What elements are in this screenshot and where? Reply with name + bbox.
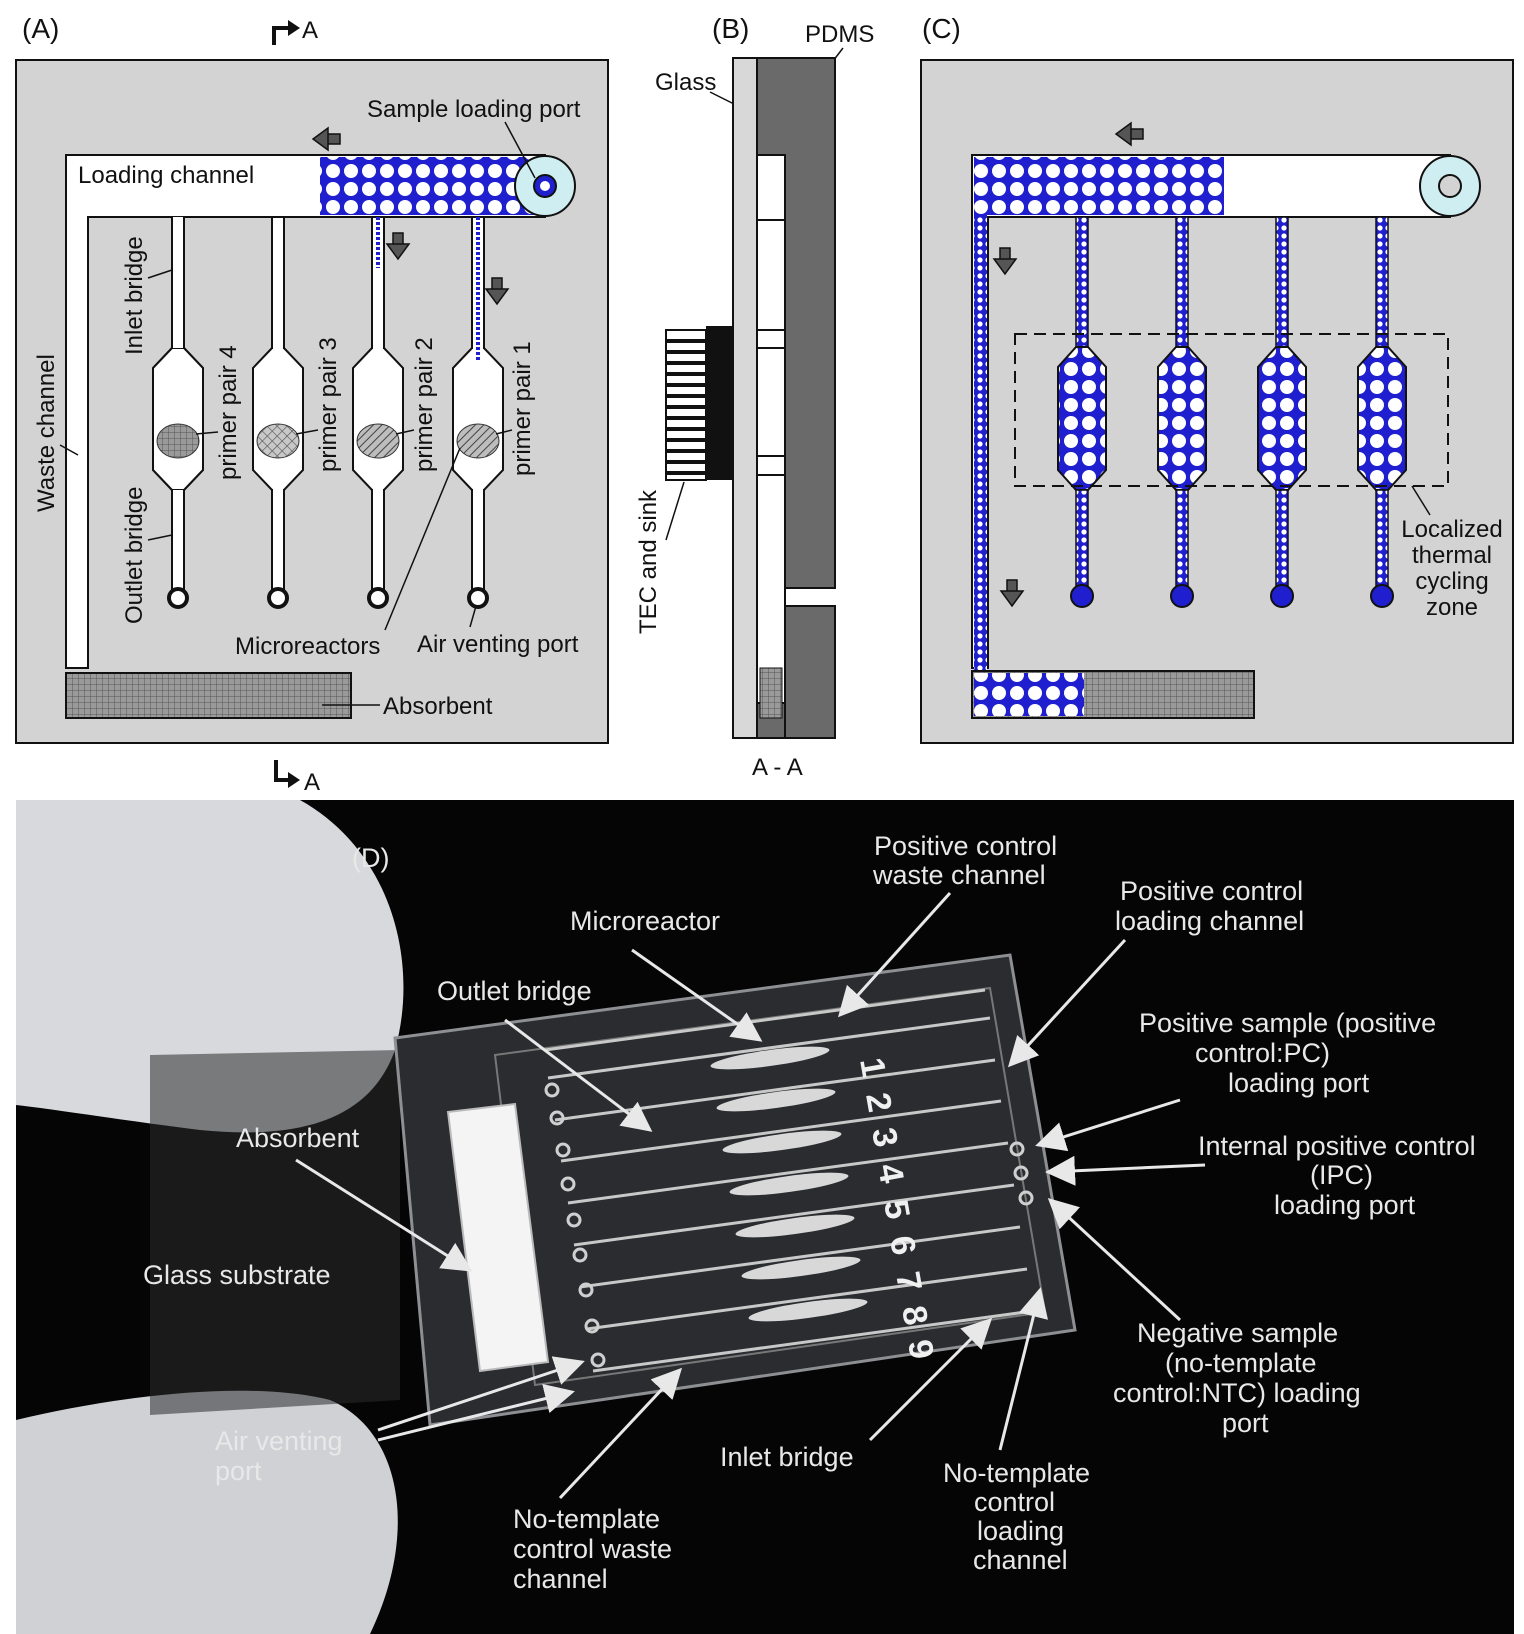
section-label: A - A: [752, 754, 803, 781]
loading-fluid-c: [974, 157, 1224, 215]
filled-microreactor-column: [1157, 216, 1207, 608]
absorbent-label-d: Absorbent: [236, 1123, 360, 1153]
pc-loading-label: loading channel: [1115, 906, 1304, 936]
zone-label: thermal: [1412, 542, 1492, 569]
section-marker-bottom: A: [304, 769, 320, 796]
panel-d-photo: 1 2 3 4 5 6 7 8 9 (D) Positive control w…: [16, 800, 1514, 1634]
microreactor-column: [252, 216, 304, 609]
ntc-waste-label: control waste: [513, 1534, 672, 1564]
ntc-loading-label: control: [974, 1487, 1055, 1517]
absorbent-photo: [446, 1102, 550, 1373]
section-marker-top: A: [302, 17, 318, 44]
pc-waste-label: Positive control: [874, 831, 1057, 861]
ipc-label: loading port: [1274, 1190, 1416, 1220]
primer-pair-label: primer pair 3: [315, 337, 342, 472]
zone-label: zone: [1426, 594, 1478, 621]
ntc-waste-label: channel: [513, 1564, 608, 1594]
thermal-cycling-zone: [1014, 333, 1449, 487]
pc-loading-label: Positive control: [1120, 876, 1303, 906]
panel-a: (A) A Loading channel Sample loading por…: [15, 13, 609, 796]
air-venting-label-d: Air venting: [215, 1426, 343, 1456]
panel-b: (B) PDMS Glass: [635, 13, 874, 781]
panel-b-label: (B): [712, 13, 749, 44]
inlet-bridge-label: Inlet bridge: [121, 236, 148, 355]
pc-port-label: Positive sample (positive: [1139, 1008, 1436, 1038]
ntc-port-label: (no-template: [1165, 1348, 1317, 1378]
filled-microreactor-column: [1057, 216, 1107, 608]
loading-fluid: [320, 157, 545, 215]
air-venting-port-label: Air venting port: [417, 631, 579, 658]
photo-ports: [544, 1082, 1034, 1368]
ipc-label: (IPC): [1310, 1160, 1373, 1190]
glove-bottom: [16, 1390, 398, 1634]
loading-channel-label: Loading channel: [78, 162, 254, 189]
filled-microreactor-column: [1257, 216, 1307, 608]
zone-label: cycling: [1415, 568, 1488, 595]
absorbent-a-label: Absorbent: [383, 693, 493, 720]
pc-waste-label: waste channel: [872, 860, 1046, 890]
waste-channel-label: Waste channel: [33, 354, 60, 512]
pdms-label: PDMS: [805, 21, 874, 48]
microreactor-column: [452, 216, 504, 609]
glass-substrate-label: Glass substrate: [143, 1260, 331, 1290]
microreactors-label: Microreactors: [235, 633, 380, 660]
pc-port-label: control:PC): [1195, 1038, 1330, 1068]
panel-c: (C): [920, 13, 1514, 744]
panel-c-label: (C): [922, 13, 961, 44]
glass-label: Glass: [655, 69, 716, 96]
microreactor-column: [152, 217, 204, 609]
absorbent-a: [65, 672, 352, 719]
glove-top: [16, 800, 404, 1133]
ntc-waste-label: No-template: [513, 1504, 660, 1534]
callout-arrows: [295, 891, 1206, 1500]
ntc-port-label: Negative sample: [1137, 1318, 1338, 1348]
ntc-port-label: control:NTC) loading: [1113, 1378, 1361, 1408]
sample-loading-port-label: Sample loading port: [367, 96, 581, 123]
primer-pair-label: primer pair 2: [411, 337, 438, 472]
tec-and-sink-label: TEC and sink: [635, 489, 662, 634]
ntc-loading-label: No-template: [943, 1458, 1090, 1488]
inlet-bridge-label-d: Inlet bridge: [720, 1442, 854, 1472]
panel-a-label: (A): [22, 13, 59, 44]
primer-pair-label: primer pair 4: [215, 345, 242, 480]
microreactor-label: Microreactor: [570, 906, 720, 936]
ntc-loading-label: channel: [973, 1545, 1068, 1575]
air-venting-label-d: port: [215, 1456, 262, 1486]
zone-label: Localized: [1401, 516, 1502, 543]
glass-slab: [732, 57, 758, 739]
outlet-bridge-label-d: Outlet bridge: [437, 976, 592, 1006]
pc-port-label: loading port: [1228, 1068, 1370, 1098]
ntc-loading-label: loading: [977, 1516, 1064, 1546]
filled-microreactor-column: [1357, 216, 1407, 608]
panel-d-label: (D): [352, 843, 389, 873]
ipc-label: Internal positive control: [1198, 1131, 1476, 1161]
photo-chambers: [710, 1046, 868, 1322]
ntc-port-label: port: [1222, 1408, 1269, 1438]
primer-pair-label: primer pair 1: [509, 341, 536, 476]
section-marker-bottom-icon: [274, 760, 292, 782]
section-marker-top-icon: [272, 26, 292, 45]
tec-and-sink: [665, 326, 733, 481]
microreactor-column: [352, 216, 404, 609]
outlet-bridge-label: Outlet bridge: [121, 487, 148, 624]
